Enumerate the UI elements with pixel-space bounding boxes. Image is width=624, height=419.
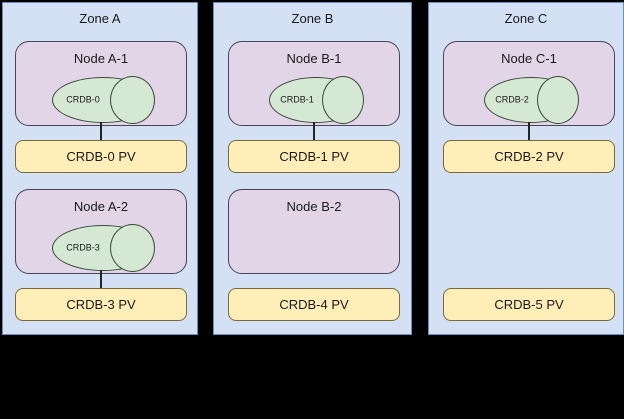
node-b-2-title: Node B-2 <box>286 199 342 214</box>
zone-a-title: Zone A <box>79 11 121 26</box>
database-crdb-2-label: CRDB-2 <box>495 94 529 105</box>
zone-a[interactable]: Zone A Node A-1 CRDB-0 CRDB-0 PV Node A-… <box>2 2 198 335</box>
connector-node-a-2-to-pv <box>100 270 102 290</box>
pv-crdb-0[interactable]: CRDB-0 PV <box>15 140 187 173</box>
pv-crdb-2[interactable]: CRDB-2 PV <box>443 140 615 173</box>
connector-node-a-1-to-pv <box>100 122 102 142</box>
zone-c-title: Zone C <box>504 11 548 26</box>
node-b-1-title: Node B-1 <box>286 51 342 66</box>
pv-crdb-1-label: CRDB-1 PV <box>279 148 349 164</box>
database-crdb-1[interactable]: CRDB-1 <box>269 76 364 124</box>
connector-node-c-1-to-pv <box>528 122 530 142</box>
database-crdb-3-label: CRDB-3 <box>66 242 100 253</box>
node-b-2[interactable]: Node B-2 <box>228 189 400 274</box>
node-a-1[interactable]: Node A-1 CRDB-0 <box>15 41 187 126</box>
connector-node-b-1-to-pv <box>313 122 315 142</box>
node-a-1-title: Node A-1 <box>73 51 129 66</box>
node-a-2-title: Node A-2 <box>73 199 129 214</box>
cylinder-cap <box>322 76 364 124</box>
database-crdb-0-label: CRDB-0 <box>66 94 100 105</box>
node-c-1-title: Node C-1 <box>501 51 557 66</box>
database-crdb-0[interactable]: CRDB-0 <box>52 76 155 124</box>
database-crdb-2[interactable]: CRDB-2 <box>484 76 579 124</box>
database-crdb-3[interactable]: CRDB-3 <box>52 224 155 272</box>
database-crdb-1-label: CRDB-1 <box>280 94 314 105</box>
pv-crdb-4[interactable]: CRDB-4 PV <box>228 288 400 321</box>
cylinder-cap <box>110 224 155 272</box>
zone-c[interactable]: Zone C Node C-1 CRDB-2 CRDB-2 PV CRDB-5 … <box>428 2 624 335</box>
pv-crdb-3-label: CRDB-3 PV <box>66 296 136 312</box>
node-c-1[interactable]: Node C-1 CRDB-2 <box>443 41 615 126</box>
pv-crdb-2-label: CRDB-2 PV <box>494 148 564 164</box>
pv-crdb-4-label: CRDB-4 PV <box>279 296 349 312</box>
cylinder-cap <box>110 76 155 124</box>
zone-b[interactable]: Zone B Node B-1 CRDB-1 CRDB-1 PV Node B-… <box>213 2 412 335</box>
pv-crdb-0-label: CRDB-0 PV <box>66 148 136 164</box>
cylinder-cap <box>537 76 579 124</box>
pv-crdb-3[interactable]: CRDB-3 PV <box>15 288 187 321</box>
node-b-1[interactable]: Node B-1 CRDB-1 <box>228 41 400 126</box>
pv-crdb-5[interactable]: CRDB-5 PV <box>443 288 615 321</box>
zone-b-title: Zone B <box>291 11 334 26</box>
node-a-2[interactable]: Node A-2 CRDB-3 <box>15 189 187 274</box>
pv-crdb-5-label: CRDB-5 PV <box>494 296 564 312</box>
pv-crdb-1[interactable]: CRDB-1 PV <box>228 140 400 173</box>
